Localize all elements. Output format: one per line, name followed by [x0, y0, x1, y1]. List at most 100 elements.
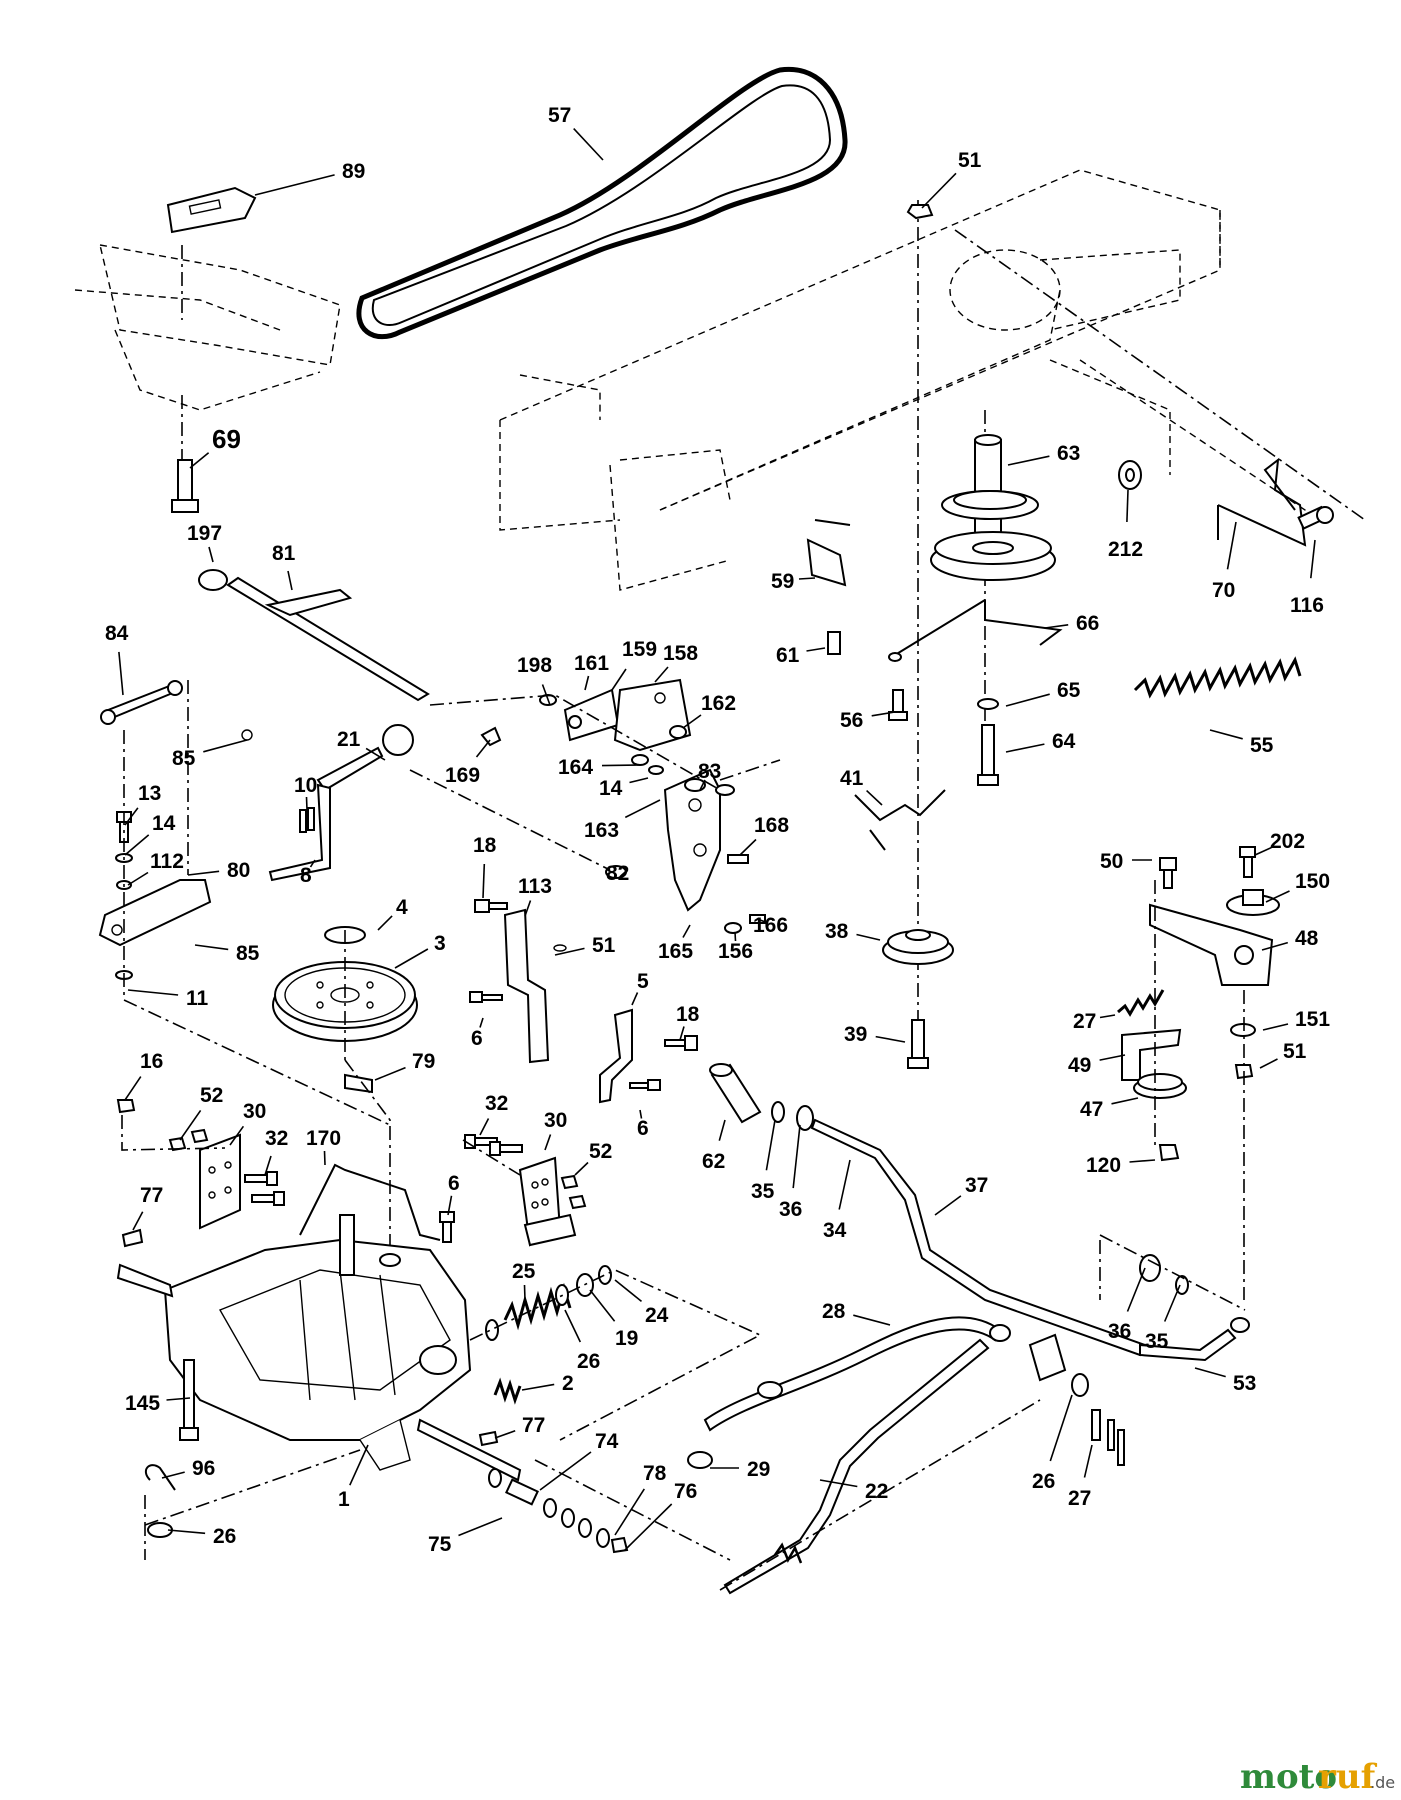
- washer-36a: [796, 1105, 814, 1131]
- callout-c-32b: 32: [264, 1127, 288, 1176]
- leader-line: [1126, 489, 1129, 523]
- pulley-3: [272, 961, 418, 1042]
- callout-c-75: 75: [428, 1517, 503, 1556]
- callout-c-76: 76: [624, 1480, 697, 1551]
- callout-c-28: 28: [822, 1300, 891, 1326]
- shift-rod-81: [198, 569, 430, 702]
- callout-c-78: 78: [614, 1462, 667, 1536]
- callout-c-1: 1: [338, 1444, 369, 1511]
- callout-number: 37: [965, 1174, 988, 1197]
- washer-35b: [1175, 1275, 1189, 1295]
- bolt-6b: [629, 1079, 661, 1091]
- leader-line: [921, 172, 957, 209]
- bolts-32-right: [464, 1134, 523, 1156]
- callout-number: 212: [1108, 538, 1143, 561]
- callout-c-66: 66: [1044, 612, 1099, 635]
- callout-c-29: 29: [710, 1458, 770, 1481]
- callout-number: 6: [471, 1027, 483, 1050]
- callout-c-113: 113: [518, 875, 552, 917]
- callout-number: 198: [517, 654, 552, 677]
- spring-clip-70: [1217, 457, 1307, 547]
- washers-75: [488, 1468, 592, 1538]
- washer-78: [596, 1528, 610, 1548]
- callout-c-74: 74: [539, 1430, 619, 1491]
- callout-number: 162: [701, 692, 736, 715]
- callout-c-21: 21: [337, 728, 386, 761]
- callout-c-53: 53: [1194, 1367, 1256, 1395]
- callout-c-69: 69: [189, 424, 241, 469]
- callout-c-18a: 18: [473, 834, 497, 899]
- leader-line: [1005, 693, 1050, 707]
- leader-line: [1261, 941, 1289, 951]
- callout-number: 32: [485, 1092, 508, 1115]
- callout-c-64: 64: [1005, 730, 1076, 753]
- callout-number: 39: [844, 1023, 867, 1046]
- callout-number: 84: [105, 622, 129, 645]
- callout-number: 27: [1073, 1010, 1096, 1033]
- leader-line: [856, 933, 881, 941]
- leader-line: [309, 859, 316, 868]
- leader-line: [475, 739, 491, 758]
- callout-c-36b: 36: [1108, 1267, 1146, 1343]
- pulley-axis-2: [344, 1059, 391, 1250]
- callout-number: 18: [473, 834, 497, 857]
- callout-number: 3: [434, 932, 446, 955]
- callout-c-161: 161: [574, 652, 609, 691]
- leader-line: [682, 714, 702, 729]
- callout-c-150: 150: [1265, 870, 1330, 903]
- callout-c-62: 62: [702, 1119, 726, 1173]
- leader-line: [1262, 1023, 1289, 1031]
- link-axis-1: [429, 694, 721, 791]
- callout-number: 156: [718, 940, 753, 963]
- nut-76: [610, 1536, 629, 1554]
- callout-number: 113: [518, 875, 552, 898]
- callout-c-14a: 14: [599, 777, 649, 800]
- callout-c-39: 39: [844, 1023, 906, 1046]
- leader-line: [1310, 539, 1316, 579]
- callout-c-61: 61: [776, 644, 826, 667]
- callout-number: 80: [227, 859, 250, 882]
- callout-c-89: 89: [254, 160, 365, 196]
- pulley-63: [930, 434, 1056, 581]
- leader-line: [875, 1035, 906, 1043]
- bracket-axis-right: [462, 1139, 521, 1176]
- callout-number: 30: [243, 1100, 266, 1123]
- watermark-part2: ruf: [1318, 1757, 1378, 1797]
- callout-number: 78: [643, 1462, 667, 1485]
- leader-line: [819, 1479, 858, 1488]
- callout-c-41: 41: [840, 767, 883, 806]
- callout-number: 62: [702, 1150, 725, 1173]
- leader-line: [1254, 846, 1272, 856]
- callout-number: 79: [412, 1050, 435, 1073]
- callout-number: 89: [342, 160, 365, 183]
- callout-c-34: 34: [823, 1159, 851, 1242]
- watermark-part1: moto: [1240, 1757, 1337, 1797]
- leader-line: [208, 546, 214, 563]
- callout-c-156: 156: [718, 931, 753, 963]
- callout-c-198: 198: [517, 654, 552, 706]
- callout-number: 81: [272, 542, 296, 565]
- callout-number: 77: [140, 1184, 163, 1207]
- callout-c-85b: 85: [194, 942, 260, 965]
- bolt-145: [179, 1359, 199, 1441]
- callout-c-32a: 32: [479, 1092, 508, 1136]
- shift-plate-89: [166, 186, 257, 234]
- callout-number: 26: [1032, 1470, 1055, 1493]
- callout-number: 112: [150, 850, 184, 873]
- leader-line: [1265, 890, 1290, 903]
- bolt-202: [1239, 846, 1256, 878]
- leader-line: [734, 931, 737, 942]
- leader-line: [624, 799, 661, 819]
- callout-c-83: 83: [698, 760, 721, 791]
- bracket-59: [806, 519, 851, 587]
- callout-c-26a: 26: [564, 1309, 600, 1373]
- leader-line: [541, 684, 551, 706]
- leader-line: [479, 1017, 484, 1028]
- clip-169: [480, 726, 502, 747]
- callout-number: 63: [1057, 442, 1080, 465]
- leader-line: [203, 739, 248, 753]
- callout-number: 10: [294, 774, 317, 797]
- leader-line: [124, 807, 139, 826]
- callout-number: 35: [751, 1180, 775, 1203]
- callout-c-19: 19: [589, 1289, 638, 1350]
